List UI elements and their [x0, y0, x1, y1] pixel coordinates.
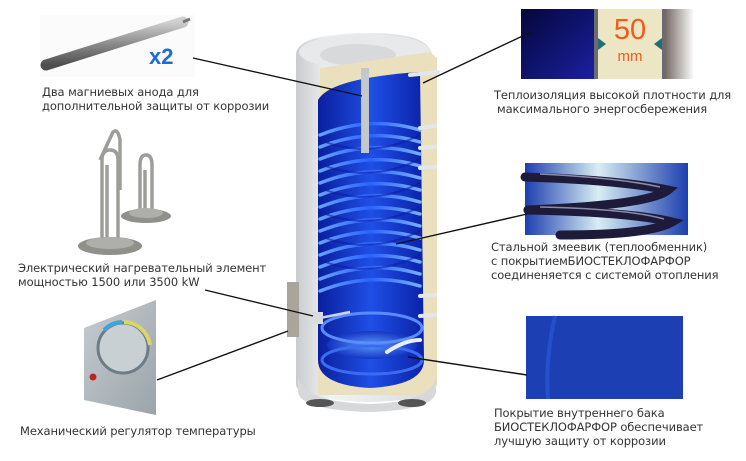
coil-label-line1: Стальной змеевик (теплообменник) [491, 240, 708, 254]
insulation-thickness-value: 50 [613, 14, 647, 46]
tank-label-line2: БИОСТЕКЛОФАРФОР обеспечивает [494, 420, 704, 434]
anode-image [40, 15, 195, 77]
insulation-image [521, 9, 694, 79]
heater-label-line2: мощностью 1500 или 3500 kW [18, 275, 200, 289]
anode-quantity-badge: x2 [149, 44, 174, 69]
insulation-label-line1: Теплоизоляция высокой плотности для [494, 88, 732, 102]
heating-element-image [98, 129, 154, 248]
insulation-thickness-unit: mm [617, 48, 643, 65]
insulation-label-line2: максимального энергосбережения [497, 102, 708, 116]
coil-closeup-image [520, 163, 688, 240]
coil-label-line3: соединеняется с системой отопления [491, 268, 719, 282]
heater-label-line1: Электрический нагревательный элемент [18, 261, 267, 275]
tank-coating-image [526, 315, 683, 400]
thermostat-image [84, 300, 156, 415]
anode-label-line2: дополнительной защиты от коррозии [42, 99, 270, 113]
tank-label-line1: Покрытие внутреннего бака [494, 406, 665, 420]
thermostat-label: Механический регулятор температуры [20, 424, 256, 438]
tank-label-line3: лучшую защиту от коррозии [494, 434, 666, 448]
coil-label-line2: с покрытиемБИОСТЕКЛОФАРФОР [491, 254, 691, 268]
anode-label-line1: Два магниевых анода для [42, 85, 199, 99]
